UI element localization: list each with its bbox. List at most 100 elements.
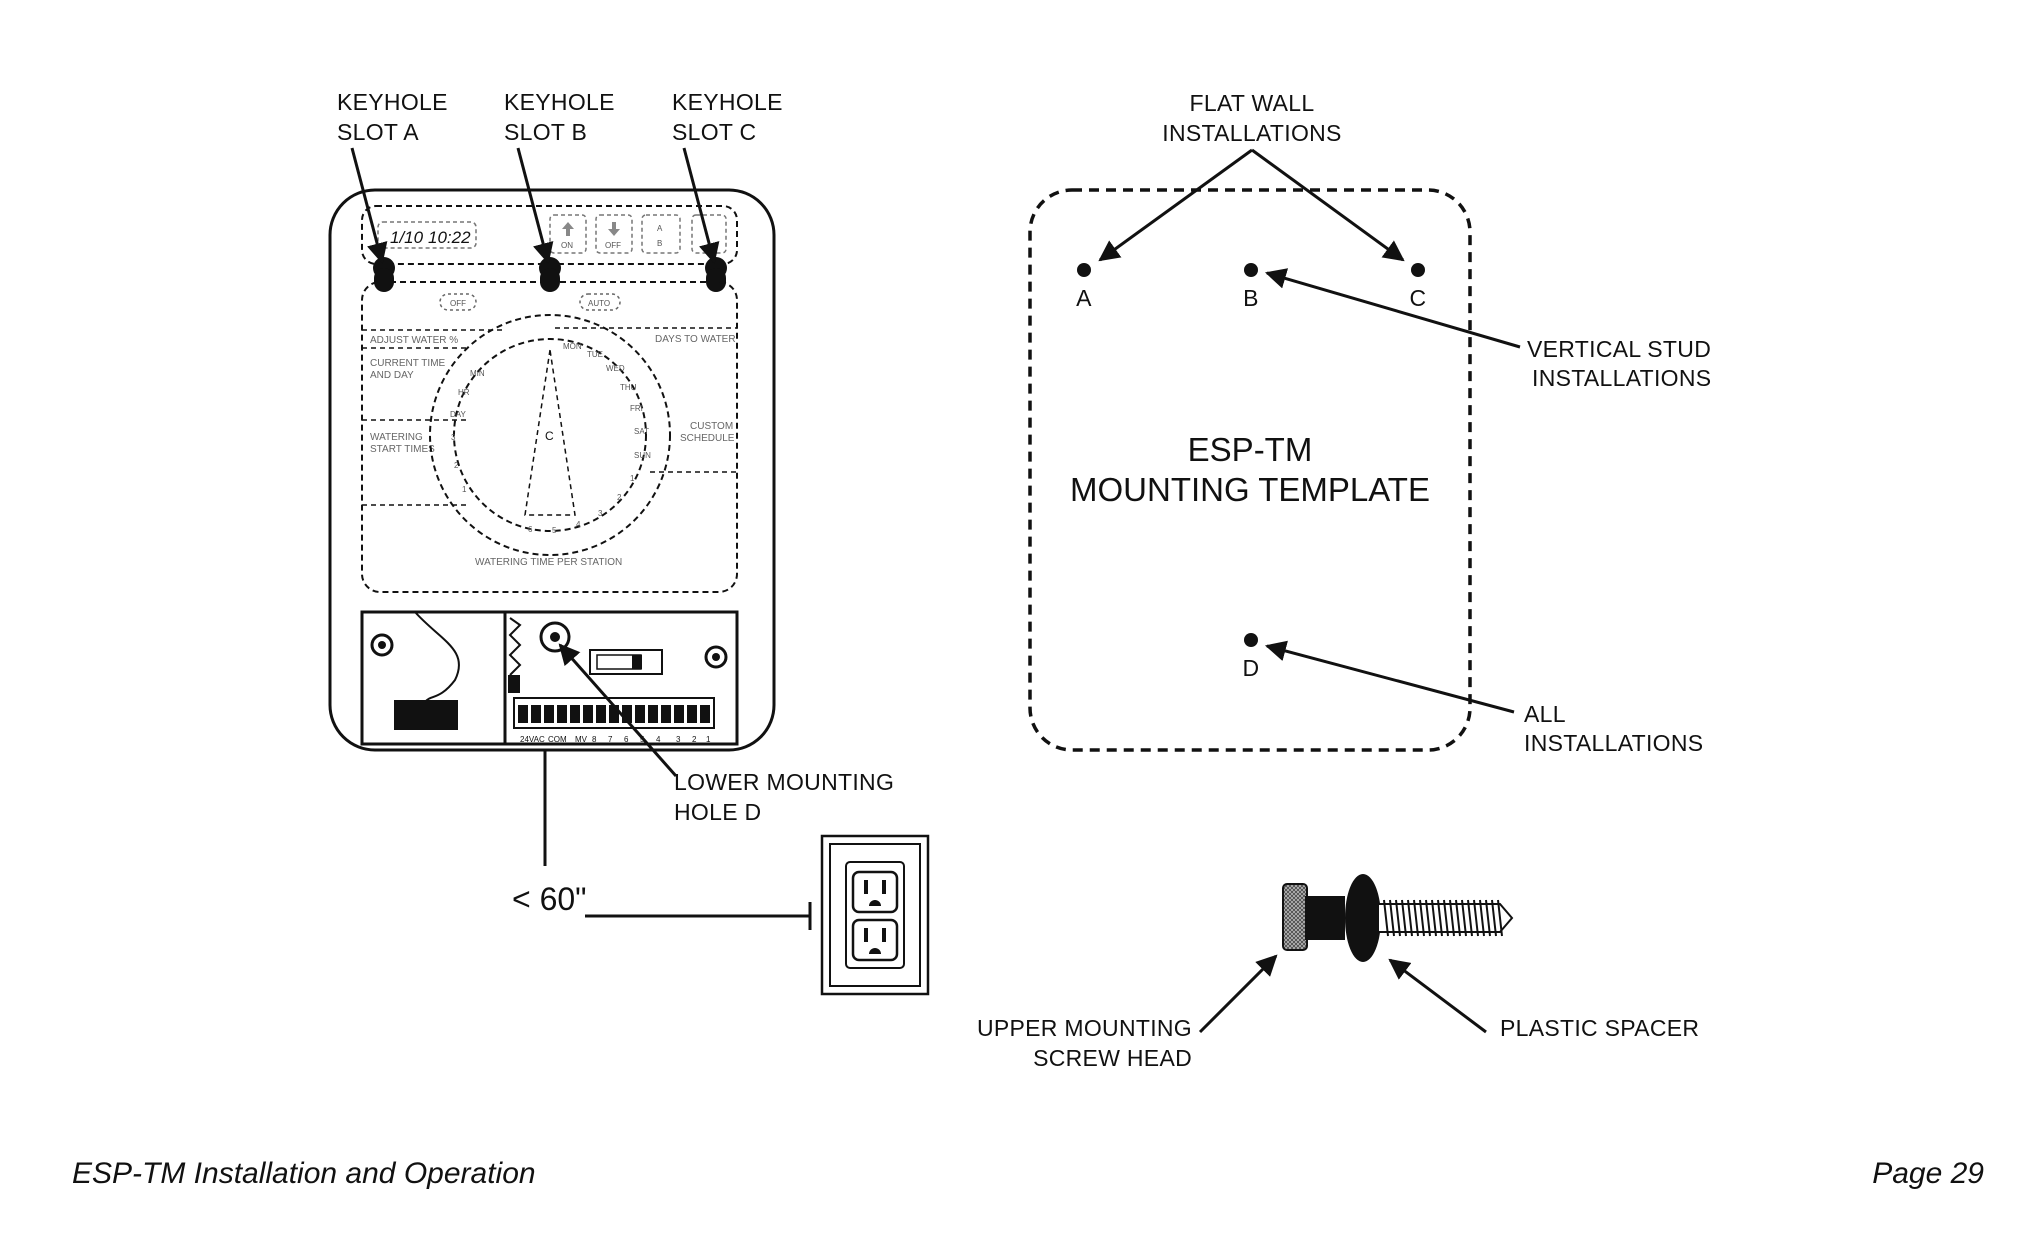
spacer-label: PLASTIC SPACER bbox=[1500, 1015, 1699, 1041]
ring-label: HR bbox=[458, 388, 470, 397]
terminal-label: 4 bbox=[656, 735, 661, 744]
terminal-block bbox=[583, 705, 593, 723]
lower-mounting-hole-d bbox=[539, 621, 571, 653]
terminal-block bbox=[518, 705, 528, 723]
spacer-arrow bbox=[1388, 958, 1487, 1034]
template-point-c bbox=[1411, 263, 1425, 277]
terminal-label: 1 bbox=[706, 735, 711, 744]
keyhole-b-label-line2: SLOT B bbox=[504, 119, 587, 145]
ring-label: MIN bbox=[470, 369, 485, 378]
keyhole-a-label-line2: SLOT A bbox=[337, 119, 419, 145]
dial-inner-ring bbox=[453, 338, 647, 532]
watering-time-label: WATERING TIME PER STATION bbox=[475, 557, 622, 568]
all-installations-label-line2: INSTALLATIONS bbox=[1524, 730, 1703, 756]
ring-label: 1 bbox=[462, 485, 467, 494]
keyhole-slot-a bbox=[373, 257, 395, 292]
dial-pointer bbox=[524, 349, 576, 516]
terminal-block bbox=[622, 705, 632, 723]
flat-wall-label-line2: INSTALLATIONS bbox=[1162, 120, 1341, 146]
wiring-compartment bbox=[360, 610, 739, 746]
terminal-label: 8 bbox=[592, 735, 597, 744]
ring-label: 2 bbox=[454, 461, 459, 470]
dial-center-label: C bbox=[545, 429, 554, 443]
terminal-label: 3 bbox=[676, 735, 681, 744]
terminal-block bbox=[531, 705, 541, 723]
terminal-block bbox=[648, 705, 658, 723]
all-installations-label-line1: ALL bbox=[1524, 701, 1566, 727]
section-dividers-right bbox=[555, 327, 737, 473]
ring-label: 4 bbox=[576, 520, 581, 529]
terminal-label: MV bbox=[575, 735, 588, 744]
ab-button[interactable] bbox=[641, 214, 681, 254]
template-point-d bbox=[1244, 633, 1258, 647]
keyhole-slot-b bbox=[539, 257, 561, 292]
off-position bbox=[439, 293, 477, 311]
extra-button[interactable] bbox=[691, 214, 727, 254]
down-arrow-icon bbox=[608, 222, 620, 236]
ring-label: TUE bbox=[587, 350, 603, 359]
wire-clip bbox=[508, 675, 520, 693]
lower-hole-label-line1: LOWER MOUNTING bbox=[674, 769, 894, 795]
screw-head-arrow bbox=[1198, 954, 1278, 1034]
terminal-block bbox=[700, 705, 710, 723]
point-d-label: D bbox=[1243, 655, 1260, 681]
dial-outer-ring bbox=[429, 314, 671, 556]
screw-head bbox=[1282, 883, 1308, 951]
point-b-label: B bbox=[1243, 285, 1259, 311]
terminal-block bbox=[687, 705, 697, 723]
watering-start-label-line1: WATERING bbox=[370, 432, 423, 443]
distance-line bbox=[585, 902, 812, 930]
custom-schedule-label-line1: CUSTOM bbox=[690, 421, 733, 432]
lower-hole-label-line2: HOLE D bbox=[674, 799, 761, 825]
ring-label: 5 bbox=[552, 526, 557, 535]
up-arrow-icon bbox=[562, 222, 574, 236]
ring-label: 3 bbox=[598, 509, 603, 518]
lower-mounting-hole-center bbox=[550, 632, 560, 642]
terminal-block bbox=[661, 705, 671, 723]
off-button[interactable] bbox=[595, 214, 633, 254]
current-time-label-line2: AND DAY bbox=[370, 370, 414, 381]
vertical-stud-arrow bbox=[1264, 268, 1521, 349]
ring-label: THU bbox=[620, 383, 637, 392]
page-number: Page 29 bbox=[1872, 1157, 1984, 1190]
terminal-strip bbox=[513, 697, 715, 729]
template-outline bbox=[1028, 188, 1472, 752]
terminal-block bbox=[557, 705, 567, 723]
ring-label: 2 bbox=[617, 493, 622, 502]
ring-label: SUN bbox=[634, 451, 651, 460]
plastic-spacer bbox=[1345, 874, 1381, 962]
auto-position-label: AUTO bbox=[588, 299, 610, 308]
terminal-label: 24VAC bbox=[520, 735, 545, 744]
on-button[interactable] bbox=[549, 214, 587, 254]
ring-label: 3 bbox=[451, 433, 456, 442]
template-title-line2: MOUNTING TEMPLATE bbox=[1070, 471, 1430, 508]
template-point-a bbox=[1077, 263, 1091, 277]
terminal-block bbox=[609, 705, 619, 723]
template-title-line1: ESP-TM bbox=[1188, 431, 1313, 468]
ring-label: WED bbox=[606, 364, 625, 373]
terminal-label: 7 bbox=[608, 735, 613, 744]
flat-wall-arrow-a bbox=[1098, 148, 1253, 262]
terminal-block bbox=[570, 705, 580, 723]
ab-button-label-b: B bbox=[657, 239, 662, 248]
days-to-water-label: DAYS TO WATER bbox=[655, 334, 736, 345]
ring-label: 1 bbox=[630, 474, 635, 483]
section-dividers-left bbox=[362, 329, 505, 506]
adjust-water-label: ADJUST WATER % bbox=[370, 335, 458, 346]
terminal-blocks bbox=[518, 705, 710, 723]
screw-neck bbox=[1305, 896, 1345, 940]
power-cord bbox=[414, 611, 461, 703]
transformer-block bbox=[394, 700, 458, 730]
point-a-label: A bbox=[1076, 285, 1092, 311]
keyhole-a-arrow bbox=[350, 147, 388, 265]
switch-housing bbox=[589, 649, 663, 675]
flat-wall-arrow-c bbox=[1251, 148, 1405, 262]
dial-panel bbox=[361, 281, 738, 593]
controller-diagram: KEYHOLE SLOT A KEYHOLE SLOT B KEYHOLE SL… bbox=[328, 89, 930, 996]
keyhole-c-label-line2: SLOT C bbox=[672, 119, 756, 145]
terminal-label: COM bbox=[548, 735, 567, 744]
keyhole-b-label-line1: KEYHOLE bbox=[504, 89, 615, 115]
on-button-label: ON bbox=[561, 241, 573, 250]
lcd-time: 10:22 bbox=[428, 228, 471, 247]
